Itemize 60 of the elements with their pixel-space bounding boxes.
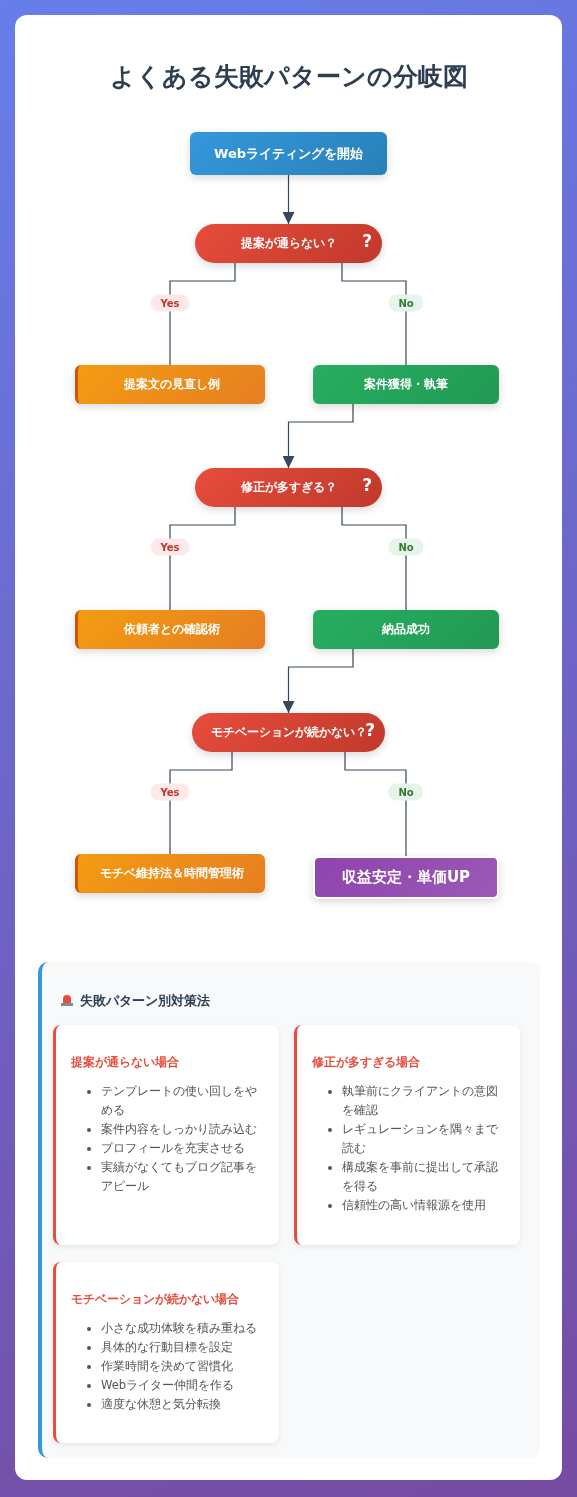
start-box bbox=[190, 132, 387, 175]
panel-heading: 失敗パターン別対策法 bbox=[80, 992, 210, 1010]
node-label: モチベ維持法＆時間管理術 bbox=[99, 865, 244, 882]
bullet-text: 実績がなくてもブログ記事をアピール bbox=[101, 1160, 257, 1193]
connector-line bbox=[341, 262, 407, 366]
question-mark: ? bbox=[365, 720, 375, 740]
bullet-text: テンプレートの使い回しをやめる bbox=[101, 1084, 257, 1117]
bullet-text: 作業時間を決めて習慣化 bbox=[101, 1359, 233, 1373]
goal-box bbox=[313, 856, 499, 899]
bullet-text: 小さな成功体験を積み重ねる bbox=[101, 1321, 257, 1335]
bullet-text: レギュレーションを隅々まで読む bbox=[342, 1122, 498, 1155]
bullet-text: 構成案を事前に提出して承認を得る bbox=[342, 1160, 498, 1193]
tip-card bbox=[53, 1025, 279, 1245]
bullet-text: Webライター仲間を作る bbox=[101, 1378, 235, 1392]
edge-label: No bbox=[388, 538, 424, 556]
card-heading: 修正が多すぎる場合 bbox=[312, 1055, 421, 1070]
bullet-text: 適度な休憩と気分転換 bbox=[101, 1397, 221, 1411]
bullet-text: 信頼性の高い情報源を使用 bbox=[342, 1198, 486, 1212]
solution-box bbox=[75, 854, 265, 893]
success-box bbox=[313, 365, 499, 404]
question-mark: ? bbox=[362, 475, 372, 495]
edge-label: No bbox=[388, 294, 424, 312]
solution-box bbox=[75, 365, 265, 404]
node-label: 納品成功 bbox=[382, 621, 430, 638]
arrow bbox=[282, 174, 295, 225]
solution-box bbox=[75, 610, 265, 649]
card-heading: 提案が通らない場合 bbox=[71, 1055, 180, 1070]
connector-line bbox=[169, 506, 236, 611]
connector-line bbox=[169, 262, 236, 366]
node-label: 依頼者との確認術 bbox=[123, 621, 220, 638]
connector-line bbox=[169, 751, 233, 855]
edge-label: Yes bbox=[150, 294, 190, 312]
title: よくある失敗パターンの分岐図 bbox=[108, 61, 469, 93]
success-box bbox=[313, 610, 499, 649]
connector-line bbox=[344, 751, 407, 857]
arrow bbox=[282, 648, 354, 714]
bullet-text: プロフィールを充実させる bbox=[101, 1141, 245, 1155]
node-label: Webライティングを開始 bbox=[214, 144, 363, 163]
tip-card bbox=[294, 1025, 520, 1245]
decision-pill bbox=[195, 224, 382, 263]
edge-label: Yes bbox=[150, 783, 190, 801]
question-mark: ? bbox=[362, 231, 372, 251]
edge-label: Yes bbox=[150, 538, 190, 556]
node-label: 提案文の見直し例 bbox=[123, 376, 220, 393]
connector-line bbox=[341, 506, 407, 611]
arrow bbox=[282, 403, 354, 469]
decision-pill bbox=[195, 468, 382, 507]
node-label: 収益安定・単価UP bbox=[341, 868, 471, 887]
bullet-text: 執筆前にクライアントの意図を確認 bbox=[342, 1084, 498, 1117]
tip-card bbox=[53, 1262, 279, 1443]
bullet-text: 具体的な行動目標を設定 bbox=[101, 1340, 233, 1354]
node-label: モチベーションが続かない？ bbox=[210, 725, 367, 741]
node-label: 提案が通らない？ bbox=[240, 235, 337, 252]
edge-label: No bbox=[388, 783, 424, 801]
node-label: 案件獲得・執筆 bbox=[364, 376, 448, 393]
node-label: 修正が多すぎる？ bbox=[240, 479, 337, 496]
decision-pill bbox=[192, 713, 385, 752]
bullet-text: 案件内容をしっかり読み込む bbox=[101, 1122, 257, 1136]
panel-background bbox=[38, 962, 540, 1458]
card-heading: モチベーションが続かない場合 bbox=[71, 1292, 240, 1307]
